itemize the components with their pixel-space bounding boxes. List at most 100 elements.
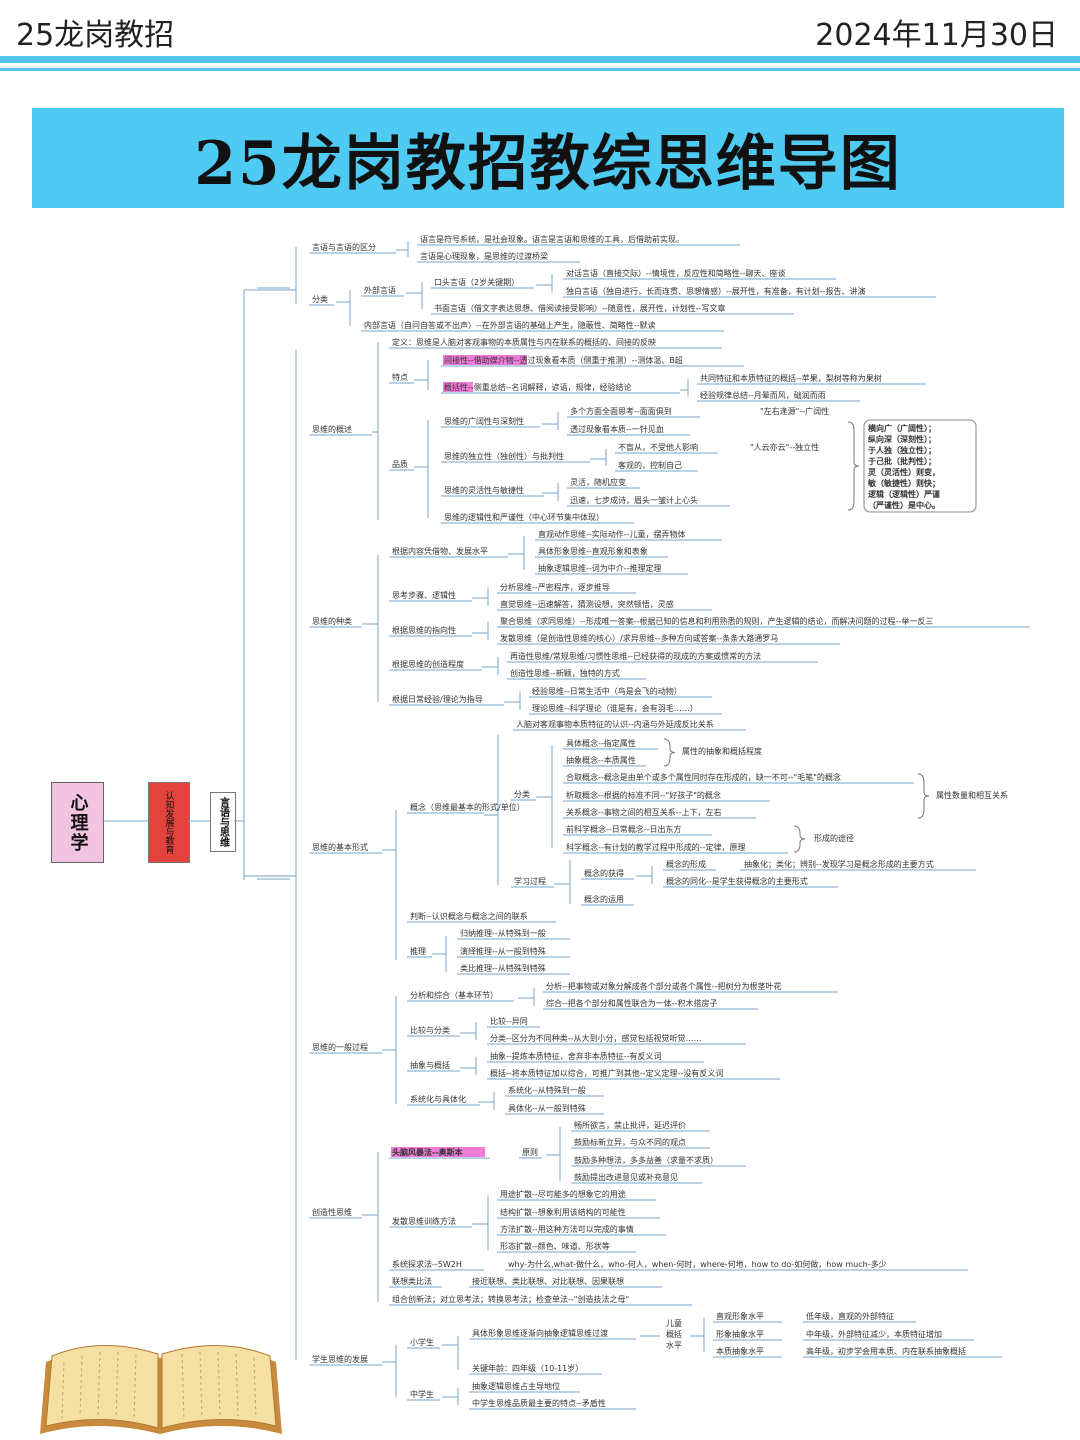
node-t3a1g: 科学概念--有计划的教学过程中形成的--定律，原理	[566, 842, 746, 852]
node-t3a1c: 合取概念--概念是由单个或多个属性同时存在形成的，缺一不可--"毛笔"的概念	[566, 772, 841, 782]
node-yy2b: 内部言语（自问自答或不出声）--在外部言语的基础上产生，隐蔽性、简略性--默读	[364, 320, 656, 330]
node-t3c1: 归纳推理--从特殊到一般	[460, 928, 546, 938]
node-t1s3: 于人独（独立性）；	[868, 445, 936, 456]
node-t2c2: 发散思维（是创造性思维的核心）/求异思维--多种方向或答案--条条大路通罗马	[500, 633, 778, 643]
node-t5a4: 鼓励提出改进意见或补充意见	[574, 1172, 678, 1182]
node-yy2a1: 口头言语（2岁关键期）	[434, 277, 519, 287]
node-yy1a: 语言是符号系统，是社会现象。语言是言语和思维的工具，后借助前实现。	[420, 234, 684, 244]
node-t2a2: 具体形象思维--直观形象和表象	[538, 546, 648, 556]
node-t6a1b2: 中年级，外部特征减少，本质特征增加	[806, 1329, 942, 1339]
node-t4d: 系统化与具体化	[410, 1094, 466, 1104]
header-rule	[0, 56, 1080, 63]
node-t2a: 根据内容凭借物、发展水平	[392, 546, 488, 556]
node-t6a2: 关键年龄：四年级（10-11岁）	[472, 1363, 583, 1373]
node-child-level-label-part: 儿童	[666, 1318, 682, 1328]
node-t1q2b: 客观的，控制自己	[618, 460, 682, 470]
node-t3a: 概念（思维最基本的形式/单位）	[410, 802, 525, 812]
node-t2d2: 创造性思维--新颖，独特的方式	[510, 668, 620, 678]
node-t2b: 思考步骤、逻辑性	[392, 590, 456, 600]
node-t1q1b: 透过现象看本质--一针见血	[570, 424, 664, 434]
node-t1f2a: 共同特征和本质特征的概括--苹果，梨树等称为果树	[700, 373, 882, 383]
node-t3b: 判断--认识概念与概念之间的联系	[410, 911, 528, 921]
node-t4a1: 分析--把事物或对象分解成各个部分或各个属性--把树分为根茎叶花	[546, 981, 782, 991]
node-t1q2a: 不盲从，不受他人影响	[618, 442, 698, 452]
node-t3a1f: 前科学概念--日常概念--日出东方	[566, 824, 682, 834]
node-t1s4: 于己批（批判性）；	[868, 456, 936, 467]
node-t4b: 比较与分类	[410, 1025, 450, 1035]
node-t5b4: 形态扩散--颜色、味道、形状等	[500, 1241, 610, 1251]
node-t5a1: 畅所欲言，禁止批评，延迟评价	[574, 1120, 686, 1130]
node-t6a1c: 本质抽象水平	[716, 1346, 764, 1356]
highlight-t1f2	[443, 382, 473, 392]
node-t2c1: 聚合思维（求同思维）--形成唯一答案--根据已知的信息和利用熟悉的规则，产生逻辑…	[500, 616, 933, 626]
node-t2b1: 分析思维--严密程序，逐步推导	[500, 582, 610, 592]
header-left-title: 25龙岗教招	[16, 18, 175, 53]
book-icon	[40, 1344, 282, 1434]
node-t5d: 联想类比法	[392, 1276, 432, 1286]
node-t3a1ab: 属性的抽象和概括程度	[682, 746, 762, 756]
node-t1s1: 横向广（广阔性）；	[868, 423, 936, 434]
node-t3a2b: 概念的运用	[584, 894, 624, 904]
node-t6b2: 中学生思维品质最主要的特点--矛盾性	[472, 1398, 606, 1408]
node-yy1: 言语与言语的区分	[312, 242, 376, 252]
brace	[793, 825, 806, 853]
node-t2e1: 经验思维--日常生活中（鸟是会飞的动物）	[532, 686, 682, 696]
node-t1q2a2: "人云亦云"--独立性	[750, 442, 819, 452]
node-t4c: 抽象与概括	[410, 1060, 450, 1070]
node-t4b1: 比较--异同	[490, 1016, 528, 1026]
node-t2b2: 直觉思维--迅速解答，猜测设想，突然顿悟，灵感	[500, 599, 674, 609]
brace	[663, 738, 676, 767]
node-t3a1b: 抽象概念--本质属性	[566, 755, 636, 765]
node-t1def: 定义：思维是人脑对客观事物的本质属性与内在联系的概括的、间接的反映	[392, 337, 656, 347]
node-t5c: 系统探求法--5W2H	[392, 1259, 462, 1269]
node-t6a1a2: 低年级，直观的外部特征	[806, 1311, 894, 1321]
node-t6a: 小学生	[410, 1337, 434, 1347]
node-t5a3: 鼓励多种想法，多多益善（求量不求质）	[574, 1155, 718, 1165]
node-yy2a1b: 独白言语（独自进行，长而连贯、思想情感）--展开性，有准备，有计划--报告、讲演	[566, 286, 866, 296]
node-child-level-label-part: 水平	[666, 1340, 682, 1350]
node-t2d1: 再造性思维/常规思维/习惯性思维--已经获得的现成的方案或惯常的方法	[510, 651, 761, 661]
node-t3a1a: 具体概念--指定属性	[566, 738, 636, 748]
node-t6a1: 具体形象思维逐渐向抽象逻辑思维过渡	[472, 1328, 608, 1338]
summary-box	[863, 419, 977, 513]
header-rule-thin	[0, 68, 1080, 71]
node-t2d: 根据思维的创造程度	[392, 659, 464, 669]
node-yy1b: 言语是心理现象，是思维的过渡桥梁	[420, 251, 548, 261]
title-banner: 25龙岗教招教综思维导图	[32, 108, 1064, 208]
node-t6: 学生思维的发展	[312, 1354, 368, 1364]
node-t4b2: 分类--区分为不同种类--从大到小分，感觉包括视觉听觉……	[490, 1033, 702, 1043]
node-t2: 思维的种类	[312, 616, 352, 626]
node-t1q1: 思维的广阔性与深刻性	[444, 416, 524, 426]
node-t6b1: 抽象逻辑思维占主导地位	[472, 1381, 560, 1391]
node-t1s6: 敏（敏捷性）则快；	[867, 478, 940, 489]
node-t3a2a0: 概念的形成	[666, 859, 706, 869]
node-t1s5: 灵（灵活性）则变，	[867, 467, 940, 477]
node-t3a1cde: 属性数量和相互关系	[936, 790, 1008, 800]
node-t4a: 分析和综合（基本环节）	[410, 990, 498, 1000]
node-t3a1d: 析取概念--根据的标准不同--"好孩子"的概念	[566, 790, 721, 800]
node-t1q3a: 灵活，随机应变	[570, 477, 626, 487]
node-t4: 思维的一般过程	[312, 1042, 368, 1052]
node-t5e: 组合创新法；对立思考法；转换思考法；检查单法--"创造技法之母"	[392, 1294, 629, 1304]
node-labels: 言语与言语的区分 语言是符号系统，是社会现象。语言是言语和思维的工具，后借助前实现…	[312, 234, 1008, 1408]
node-t5: 创造性思维	[312, 1207, 352, 1217]
node-t4d2: 具体化--从一般到特殊	[508, 1103, 586, 1113]
node-t3a1: 分类	[514, 789, 530, 799]
node-yy2: 分类	[312, 294, 328, 304]
highlight-t1f1	[443, 355, 527, 365]
node-t1q3b: 迅速，七步成诗，眉头一皱计上心头	[570, 495, 698, 505]
root-node: 心理学	[51, 782, 104, 863]
node-yy2a: 外部言语	[364, 285, 396, 295]
node-t1q2: 思维的独立性（独创性）与批判性	[444, 451, 564, 461]
node-t3a2: 学习过程	[514, 876, 546, 886]
node-t1s2: 纵向深（深刻性）；	[868, 434, 936, 445]
node-t3a2a0x: 抽象化；类化；辨别--发现学习是概念形成的主要方式	[744, 859, 934, 869]
node-t5a0: 原则	[522, 1147, 538, 1157]
mind-map: 言语与言语的区分 语言是符号系统，是社会现象。语言是言语和思维的工具，后借助前实现…	[102, 234, 1030, 1410]
node-t3a2a1: 概念的同化--是学生获得概念的主要形式	[666, 876, 808, 886]
node-t4c2: 概括--将本质特征加以综合，可推广到其他--定义定理--没有反义词	[490, 1068, 723, 1078]
node-t3c2: 演绎推理--从一般到特殊	[460, 946, 546, 956]
node-child-level-label-part: 概括	[666, 1329, 682, 1339]
node-t1q1a2: "左右逢源"--广阔性	[760, 406, 829, 416]
node-t5a2: 鼓励标新立异，与众不同的观点	[574, 1137, 686, 1147]
